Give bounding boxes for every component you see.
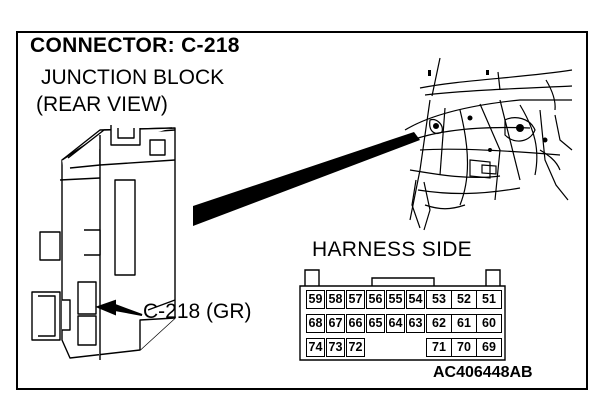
connector-pin: 68 xyxy=(306,314,325,333)
connector-pin: 57 xyxy=(346,290,365,309)
dashboard-details xyxy=(428,70,548,152)
connector-pin: 63 xyxy=(406,314,425,333)
pointer-wedge xyxy=(193,132,420,226)
harness-side-label: HARNESS SIDE xyxy=(312,238,472,261)
callout-arrow xyxy=(95,299,143,316)
connector-pin: 52 xyxy=(451,290,477,309)
connector-pin: 60 xyxy=(476,314,502,333)
connector-callout-label: C-218 (GR) xyxy=(143,300,252,323)
connector-housing xyxy=(299,269,506,361)
connector-pin: 55 xyxy=(386,290,405,309)
connector-pin: 51 xyxy=(476,290,502,309)
connector-pin: 59 xyxy=(306,290,325,309)
component-label-line2: (REAR VIEW) xyxy=(36,93,168,116)
connector-pin: 72 xyxy=(346,338,365,357)
component-label-line1: JUNCTION BLOCK xyxy=(41,66,225,89)
figure-code: AC406448AB xyxy=(433,364,533,381)
junction-block-illustration xyxy=(31,125,176,360)
connector-pin: 62 xyxy=(426,314,452,333)
connector-pin: 54 xyxy=(406,290,425,309)
diagram-title: CONNECTOR: C-218 xyxy=(30,34,240,57)
connector-pin: 53 xyxy=(426,290,452,309)
connector-pin: 67 xyxy=(326,314,345,333)
connector-pin: 66 xyxy=(346,314,365,333)
connector-pin: 61 xyxy=(451,314,477,333)
connector-pin: 58 xyxy=(326,290,345,309)
connector-pin: 71 xyxy=(426,338,452,357)
connector-pin: 69 xyxy=(476,338,502,357)
connector-pin: 74 xyxy=(306,338,325,357)
connector-pin: 64 xyxy=(386,314,405,333)
connector-pin: 65 xyxy=(366,314,385,333)
connector-pin: 73 xyxy=(326,338,345,357)
vehicle-dashboard-illustration xyxy=(404,57,573,231)
connector-pin: 70 xyxy=(451,338,477,357)
connector-pin: 56 xyxy=(366,290,385,309)
